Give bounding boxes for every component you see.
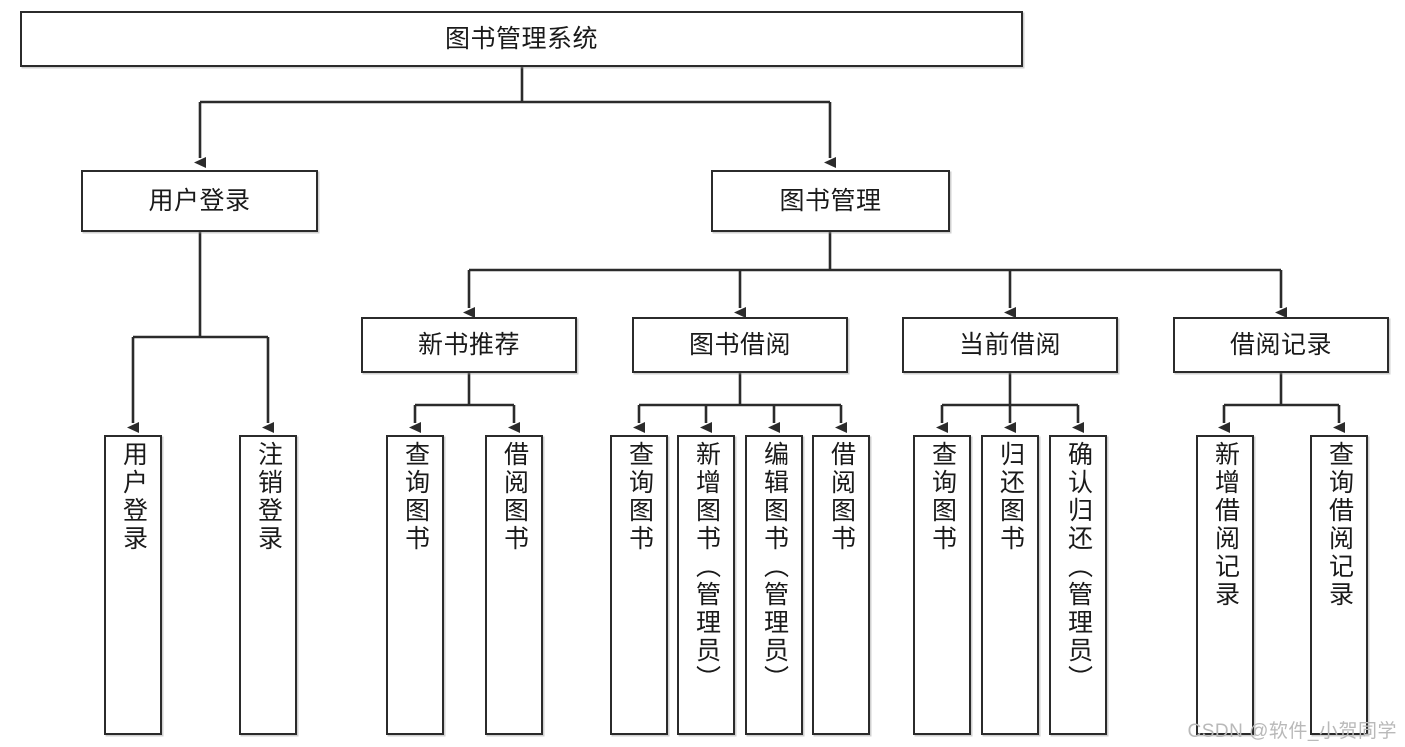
node-label: 查询图书 <box>625 441 654 553</box>
leaf-records-query-record[interactable]: 查询借阅记录 <box>1310 435 1368 735</box>
node-label: 图书管理 <box>779 186 882 215</box>
leaf-recommend-query-book[interactable]: 查询图书 <box>386 435 444 735</box>
leaf-borrow-edit-book-admin[interactable]: 编辑图书（管理员） <box>745 435 803 735</box>
node-label: 归还图书 <box>996 441 1025 553</box>
node-root-book-management-system[interactable]: 图书管理系统 <box>20 11 1023 67</box>
leaf-user-login-signin[interactable]: 用户登录 <box>104 435 162 735</box>
node-book-management[interactable]: 图书管理 <box>711 170 950 232</box>
node-borrow-records[interactable]: 借阅记录 <box>1173 317 1389 373</box>
node-label: 用户登录 <box>148 186 251 215</box>
node-label: 用户登录 <box>119 441 148 553</box>
node-label: 新增借阅记录 <box>1211 441 1240 609</box>
node-label: 图书借阅 <box>688 330 791 359</box>
leaf-current-confirm-return-admin[interactable]: 确认归还（管理员） <box>1049 435 1107 735</box>
csdn-watermark: CSDN @软件_小贺同学 <box>1187 721 1397 742</box>
node-label: 新增图书（管理员） <box>692 441 721 693</box>
leaf-user-login-signout[interactable]: 注销登录 <box>239 435 297 735</box>
node-label: 查询图书 <box>928 441 957 553</box>
node-label: 借阅图书 <box>500 441 529 553</box>
leaf-borrow-add-book-admin[interactable]: 新增图书（管理员） <box>677 435 735 735</box>
leaf-records-add-record[interactable]: 新增借阅记录 <box>1196 435 1254 735</box>
node-label: 图书管理系统 <box>444 24 598 53</box>
node-user-login[interactable]: 用户登录 <box>81 170 318 232</box>
node-book-borrow[interactable]: 图书借阅 <box>632 317 848 373</box>
node-label: 借阅记录 <box>1229 330 1332 359</box>
node-label: 确认归还（管理员） <box>1064 441 1093 693</box>
leaf-current-query-book[interactable]: 查询图书 <box>913 435 971 735</box>
node-label: 编辑图书（管理员） <box>760 441 789 693</box>
leaf-borrow-borrow-book[interactable]: 借阅图书 <box>812 435 870 735</box>
node-label: 查询图书 <box>401 441 430 553</box>
node-label: 当前借阅 <box>958 330 1061 359</box>
node-label: 查询借阅记录 <box>1325 441 1354 609</box>
node-current-borrow[interactable]: 当前借阅 <box>902 317 1118 373</box>
leaf-recommend-borrow-book[interactable]: 借阅图书 <box>485 435 543 735</box>
node-label: 注销登录 <box>254 441 283 553</box>
node-label: 新书推荐 <box>417 330 520 359</box>
leaf-borrow-query-book[interactable]: 查询图书 <box>610 435 668 735</box>
node-new-book-recommend[interactable]: 新书推荐 <box>361 317 577 373</box>
node-label: 借阅图书 <box>827 441 856 553</box>
leaf-current-return-book[interactable]: 归还图书 <box>981 435 1039 735</box>
